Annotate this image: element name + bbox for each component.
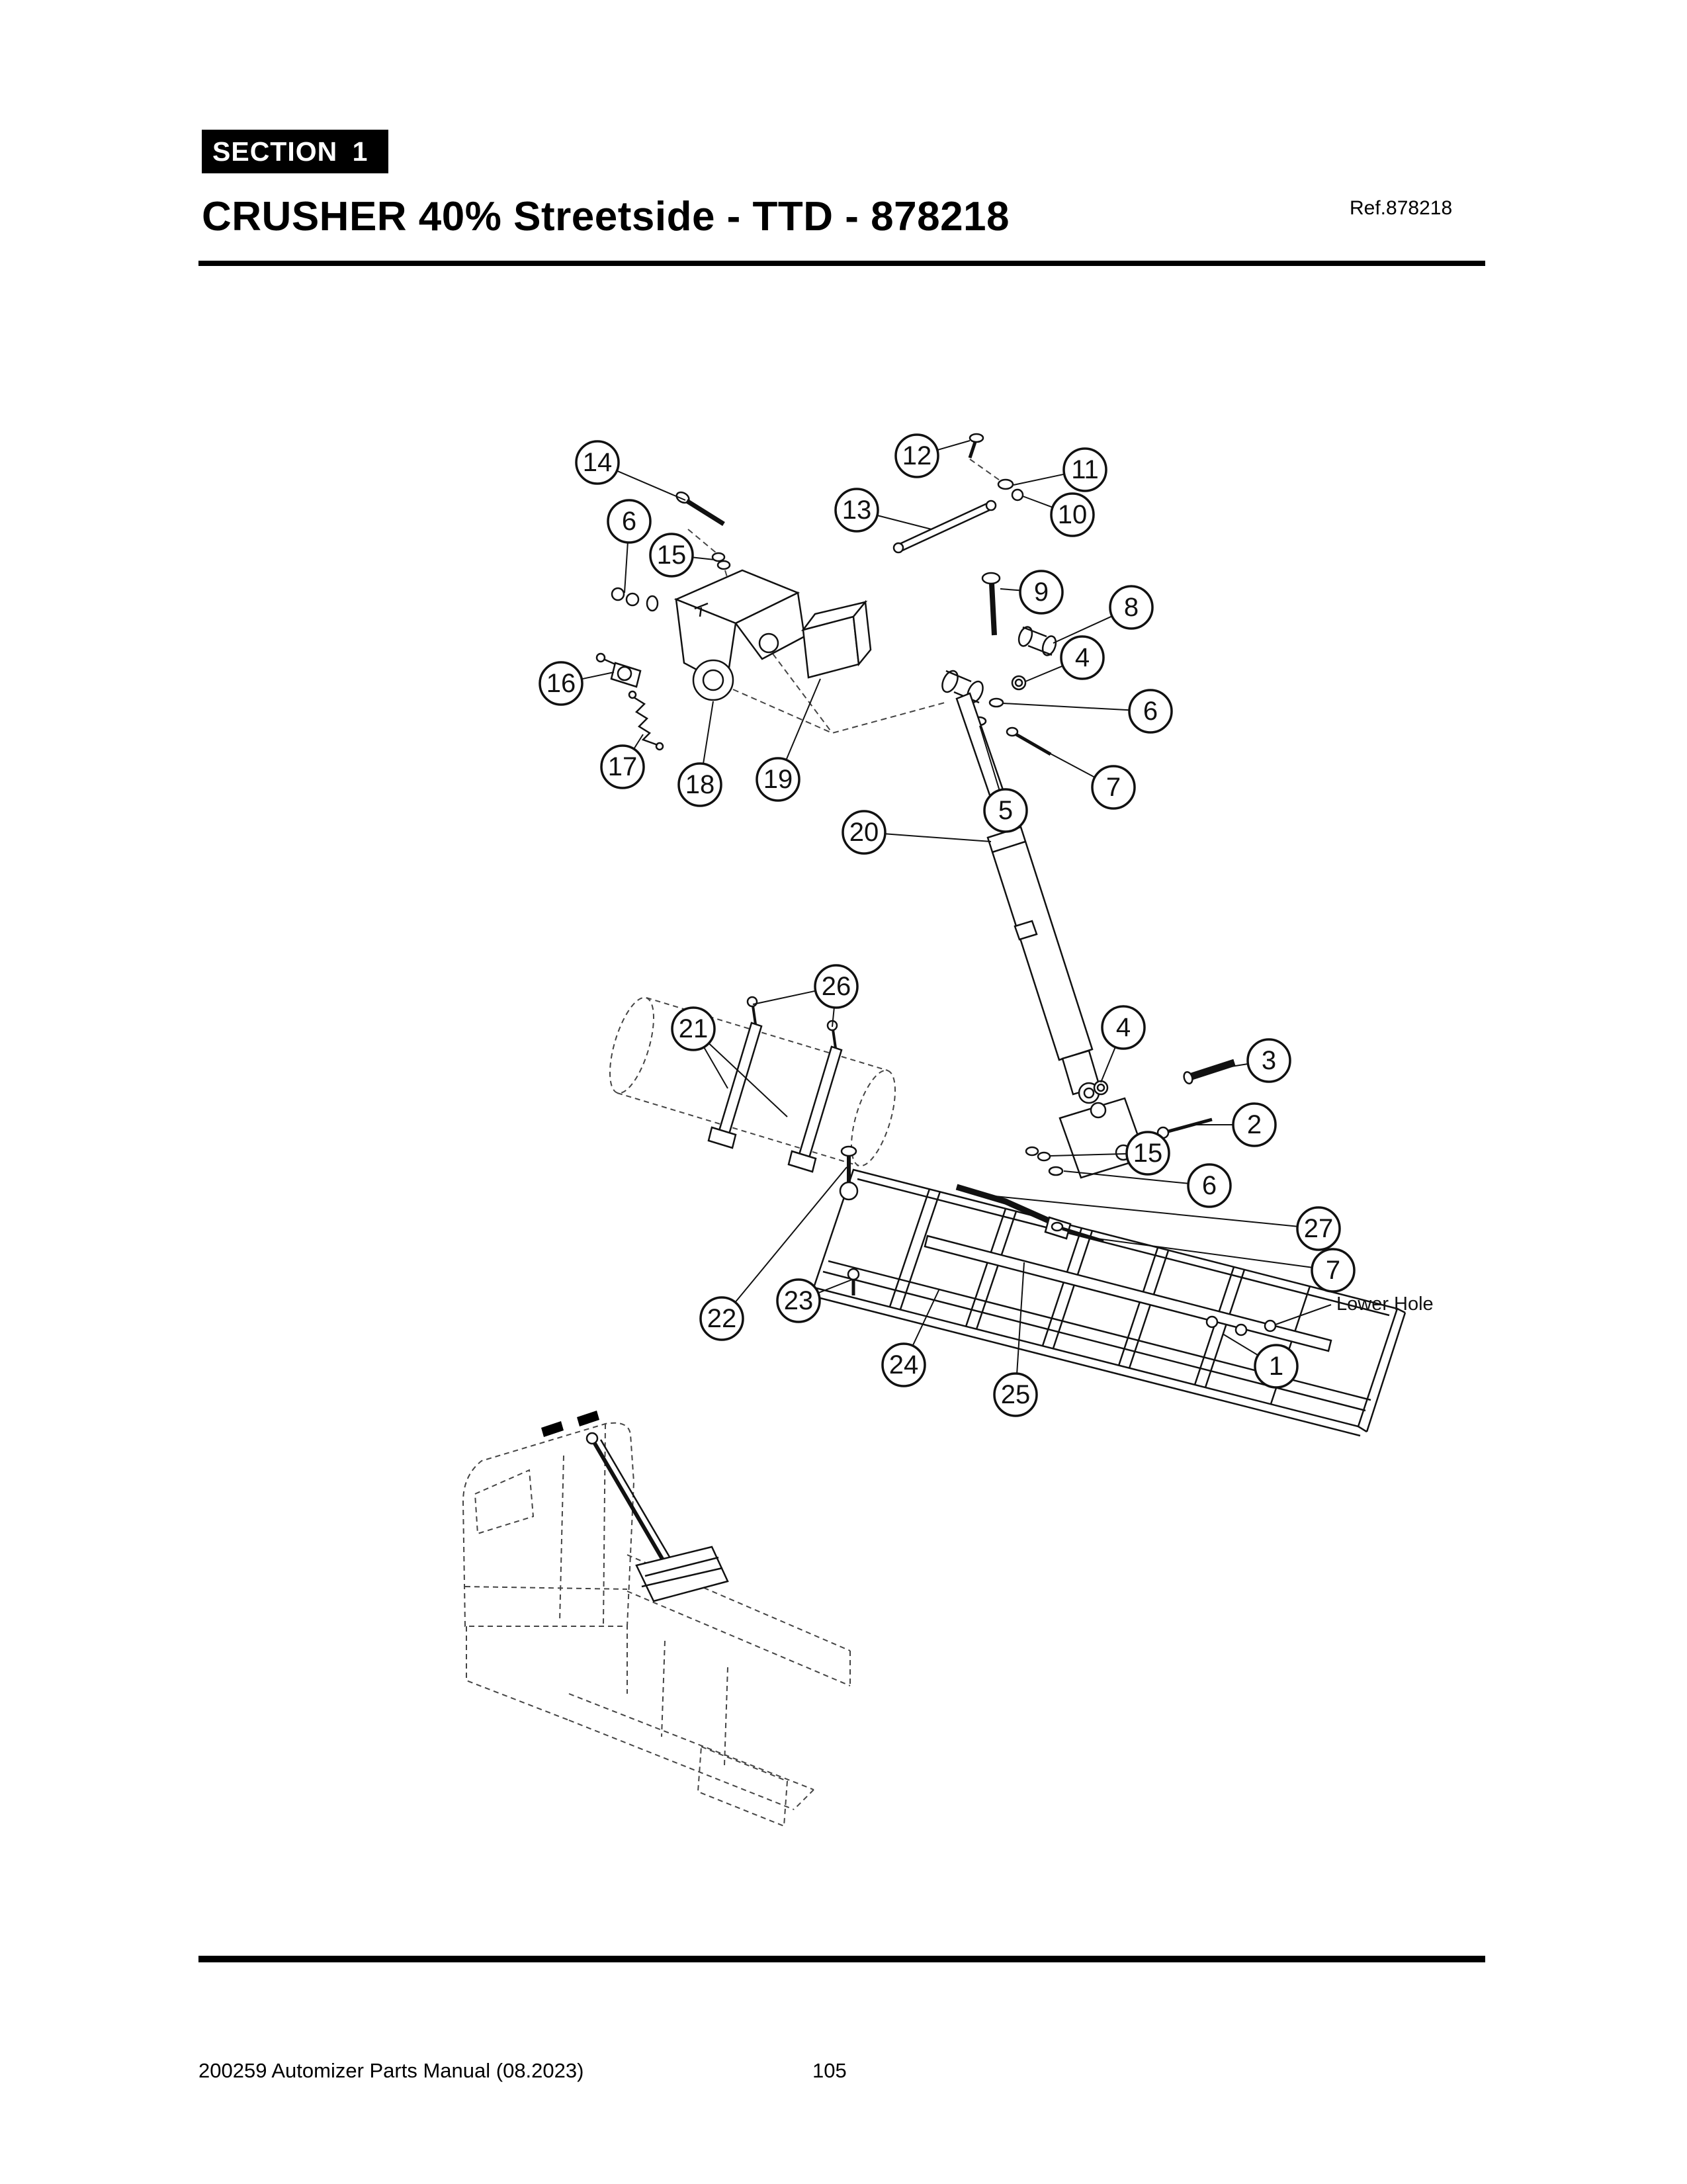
callout-25: 25 <box>993 1262 1038 1417</box>
callout-15: 15 <box>1050 1131 1170 1176</box>
callout-27: 27 <box>994 1196 1341 1251</box>
callout-26: 26 <box>752 964 859 1027</box>
callout-23: 23 <box>776 1278 853 1323</box>
svg-text:3: 3 <box>1262 1046 1276 1075</box>
svg-text:23: 23 <box>784 1286 814 1315</box>
bolt-12-part <box>968 433 984 459</box>
latch-16-part <box>595 652 642 688</box>
callout-3: 3 <box>1218 1038 1291 1083</box>
callout-6: 6 <box>607 499 652 593</box>
washer-6-part <box>988 697 1004 708</box>
callout-4: 4 <box>1100 1005 1146 1083</box>
callout-4: 4 <box>1025 635 1105 682</box>
svg-text:25: 25 <box>1001 1380 1031 1409</box>
hydraulic-cylinder-20 <box>941 670 1101 1104</box>
mount-bracket-18 <box>673 569 806 701</box>
svg-text:6: 6 <box>1202 1171 1217 1200</box>
svg-text:19: 19 <box>763 765 793 794</box>
svg-text:21: 21 <box>679 1014 709 1043</box>
svg-text:6: 6 <box>1143 697 1158 726</box>
bolt-9-part <box>981 572 1001 636</box>
callout-21: 21 <box>671 1006 788 1117</box>
callout-20: 20 <box>842 810 992 855</box>
svg-text:10: 10 <box>1058 500 1088 529</box>
svg-text:27: 27 <box>1304 1214 1334 1243</box>
truck-chassis-sketch <box>462 1422 851 1827</box>
svg-text:13: 13 <box>842 496 872 525</box>
footer-rule <box>198 1956 1485 1962</box>
hidden-tank-cylinder <box>609 996 896 1167</box>
page-title: CRUSHER 40% Streetside - TTD - 878218 <box>202 194 1010 240</box>
callout-7: 7 <box>1091 1237 1356 1293</box>
callout-17: 17 <box>600 734 645 789</box>
callout-18: 18 <box>677 701 722 807</box>
svg-text:15: 15 <box>657 541 687 570</box>
nut-4-part <box>1011 675 1027 691</box>
callout-24: 24 <box>881 1288 940 1387</box>
svg-text:14: 14 <box>583 448 613 477</box>
bolt-14-part <box>675 491 725 526</box>
footer-text: 200259 Automizer Parts Manual (08.2023) <box>198 2059 584 2082</box>
svg-text:7: 7 <box>1106 773 1121 802</box>
lower-hole-annotation: Lower Hole <box>1275 1293 1434 1325</box>
callout-16: 16 <box>539 661 615 706</box>
washer-15-part <box>711 552 731 570</box>
callout-11: 11 <box>1013 447 1107 492</box>
tank-straps-21 <box>707 996 843 1173</box>
crusher-on-truck <box>541 1411 729 1602</box>
svg-text:5: 5 <box>998 796 1013 825</box>
callout-7: 7 <box>1035 745 1136 810</box>
section-label: SECTION 1 <box>212 136 368 167</box>
svg-text:1: 1 <box>1269 1352 1283 1381</box>
callout-5: 5 <box>979 725 1028 833</box>
svg-text:8: 8 <box>1124 593 1139 622</box>
callout-9: 9 <box>1000 570 1064 615</box>
callout-2: 2 <box>1192 1102 1277 1147</box>
spring-17-part <box>628 690 664 751</box>
callout-13: 13 <box>834 488 932 533</box>
callout-14: 14 <box>575 440 686 501</box>
callout-10: 10 <box>1022 492 1095 537</box>
svg-text:18: 18 <box>685 770 715 799</box>
callout-6: 6 <box>1002 689 1173 734</box>
svg-text:22: 22 <box>707 1304 737 1333</box>
lower-hole-label: Lower Hole <box>1336 1293 1434 1315</box>
callout-22: 22 <box>699 1166 847 1341</box>
callout-1: 1 <box>1222 1333 1299 1389</box>
washer-nut-11-10 <box>997 478 1024 502</box>
tube-8-part <box>1017 626 1057 656</box>
svg-text:9: 9 <box>1034 578 1049 607</box>
svg-text:17: 17 <box>608 752 638 781</box>
callout-12: 12 <box>894 433 971 478</box>
svg-text:4: 4 <box>1116 1013 1131 1042</box>
svg-text:16: 16 <box>546 669 576 698</box>
callout-19: 19 <box>756 678 821 802</box>
svg-text:12: 12 <box>902 441 932 470</box>
bushing-parts-6 <box>611 587 659 612</box>
section-badge: SECTION 1 <box>202 130 388 173</box>
page-number: 105 <box>812 2059 847 2082</box>
callout-6: 6 <box>1063 1163 1232 1208</box>
svg-text:15: 15 <box>1133 1139 1163 1168</box>
svg-text:4: 4 <box>1075 643 1090 672</box>
svg-text:6: 6 <box>622 507 636 536</box>
svg-text:11: 11 <box>1071 455 1099 484</box>
svg-text:20: 20 <box>849 818 879 847</box>
svg-text:2: 2 <box>1247 1110 1262 1139</box>
svg-text:26: 26 <box>822 972 851 1001</box>
callout-8: 8 <box>1053 585 1154 644</box>
rod-13-part <box>892 500 997 554</box>
svg-text:7: 7 <box>1326 1256 1340 1285</box>
reference-number: Ref.878218 <box>1350 197 1453 219</box>
spacer-block-19 <box>800 599 872 679</box>
svg-text:24: 24 <box>889 1350 919 1379</box>
callout-15: 15 <box>649 533 715 578</box>
header-rule <box>198 261 1485 266</box>
